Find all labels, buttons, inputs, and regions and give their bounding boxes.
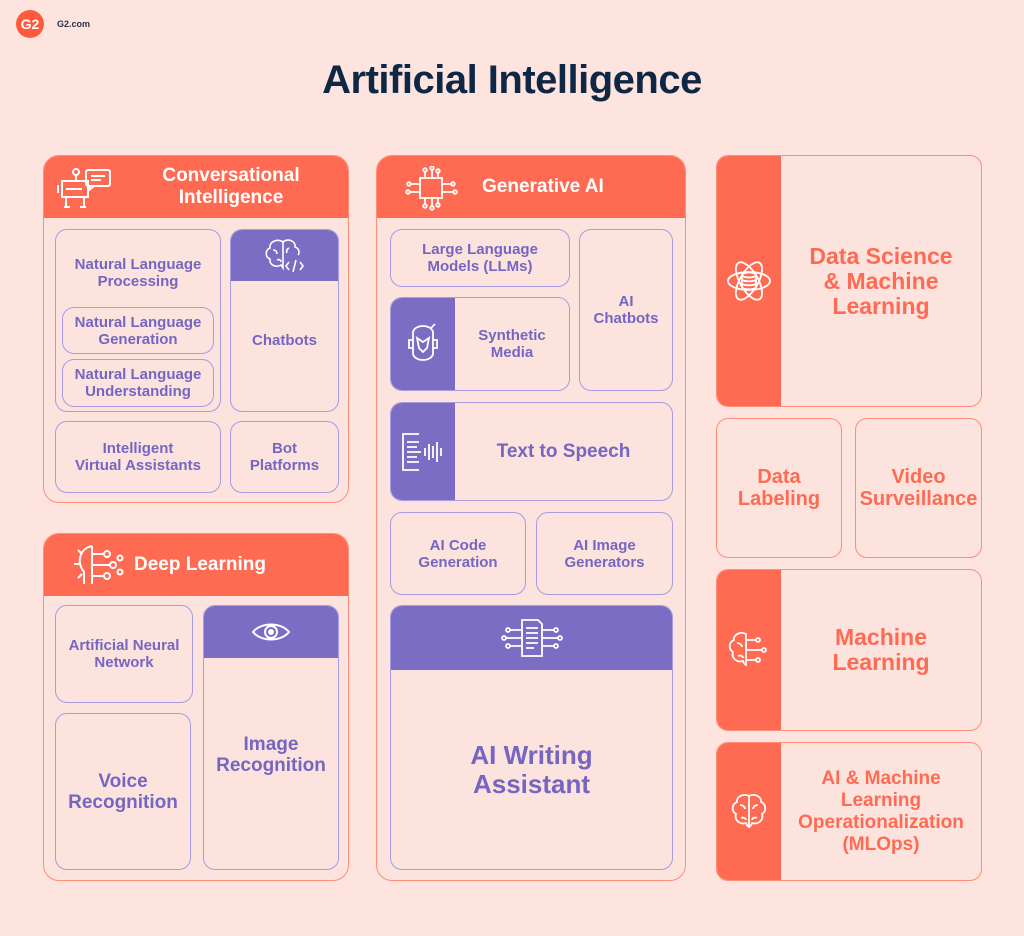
video-label: Video Surveillance xyxy=(859,466,978,510)
dsml-panel xyxy=(717,156,781,406)
site-name: G2.com xyxy=(57,19,91,29)
face-mask-icon xyxy=(405,322,441,366)
mlops-label: AI & Machine Learning Operationalization… xyxy=(798,767,964,855)
tts-label: Text to Speech xyxy=(496,441,631,462)
box-voice-recognition: Voice Recognition xyxy=(55,713,191,870)
chatbots-header xyxy=(231,230,338,281)
brain-icon xyxy=(727,792,771,832)
box-nlu: Natural Language Understanding xyxy=(62,359,214,407)
card-title: Conversational Intelligence xyxy=(162,165,300,208)
llms-label: Large Language Models (LLMs) xyxy=(422,241,538,275)
card-generative-ai: Generative AI Large Language Models (LLM… xyxy=(376,155,686,881)
brain-circuit-icon xyxy=(726,630,772,670)
robot-chat-icon xyxy=(56,166,114,210)
mlops-panel xyxy=(717,743,781,880)
writing-assistant-header xyxy=(391,606,672,670)
image-recognition-label: Image Recognition xyxy=(216,734,326,776)
box-ai-image-generators: AI Image Generators xyxy=(536,512,673,595)
box-data-science-ml: Data Science & Machine Learning xyxy=(716,155,982,407)
tts-panel xyxy=(391,403,455,500)
box-machine-learning: Machine Learning xyxy=(716,569,982,731)
box-mlops: AI & Machine Learning Operationalization… xyxy=(716,742,982,881)
logo-text: G2 xyxy=(20,16,40,32)
atom-database-icon xyxy=(726,256,772,306)
box-bot-platforms: Bot Platforms xyxy=(230,421,339,493)
document-circuit-icon xyxy=(500,618,564,658)
synthetic-media-label: Synthetic Media xyxy=(478,327,546,361)
ml-panel xyxy=(717,570,781,730)
box-ai-writing-assistant: AI Writing Assistant xyxy=(390,605,673,870)
g2-logo: G2 xyxy=(16,10,44,38)
box-video-surveillance: Video Surveillance xyxy=(855,418,982,558)
box-ai-code-generation: AI Code Generation xyxy=(390,512,526,595)
ann-label: Artificial Neural Network xyxy=(68,637,180,671)
box-artificial-neural-network: Artificial Neural Network xyxy=(55,605,193,703)
box-text-to-speech: Text to Speech xyxy=(390,402,673,501)
card-deep-learning: Deep Learning Artificial Neural Network … xyxy=(43,533,349,881)
voice-label: Voice Recognition xyxy=(68,770,178,813)
card-header: Deep Learning xyxy=(44,534,348,596)
ai-chatbots-label: AI Chatbots xyxy=(593,293,659,327)
chatbots-label: Chatbots xyxy=(252,332,317,349)
box-chatbots: Chatbots xyxy=(230,229,339,412)
box-llms: Large Language Models (LLMs) xyxy=(390,229,570,287)
brain-code-icon xyxy=(263,238,307,274)
card-header: Generative AI xyxy=(377,156,685,218)
iva-label: Intelligent Virtual Assistants xyxy=(75,440,201,474)
bot-platforms-label: Bot Platforms xyxy=(249,440,320,474)
card-conversational-intelligence: Conversational Intelligence Natural Lang… xyxy=(43,155,349,503)
nlg-label: Natural Language Generation xyxy=(74,313,202,348)
data-labeling-label: Data Labeling xyxy=(737,466,821,510)
page-title: Artificial Intelligence xyxy=(322,58,702,102)
box-image-recognition: Image Recognition xyxy=(203,605,339,870)
image-gen-label: AI Image Generators xyxy=(564,536,645,571)
writing-assistant-label: AI Writing Assistant xyxy=(470,739,593,799)
box-synthetic-media: Synthetic Media xyxy=(390,297,570,391)
box-ai-chatbots: AI Chatbots xyxy=(579,229,673,391)
ml-label: Machine Learning xyxy=(832,624,930,675)
code-gen-label: AI Code Generation xyxy=(418,536,498,571)
box-data-labeling: Data Labeling xyxy=(716,418,842,558)
chip-icon xyxy=(405,166,459,212)
box-nlg: Natural Language Generation xyxy=(62,307,214,354)
neural-head-icon xyxy=(72,542,126,588)
box-intelligent-virtual-assistants: Intelligent Virtual Assistants xyxy=(55,421,221,493)
card-title: Deep Learning xyxy=(134,554,266,575)
image-recognition-header xyxy=(204,606,338,658)
card-header: Conversational Intelligence xyxy=(44,156,348,218)
nlu-label: Natural Language Understanding xyxy=(74,366,202,400)
synthetic-media-panel xyxy=(391,298,455,390)
document-sound-icon xyxy=(401,432,445,472)
nlp-label: Natural Language Processing xyxy=(74,256,202,290)
card-title: Generative AI xyxy=(482,176,604,197)
eye-icon xyxy=(251,620,291,644)
dsml-label: Data Science & Machine Learning xyxy=(809,242,953,319)
